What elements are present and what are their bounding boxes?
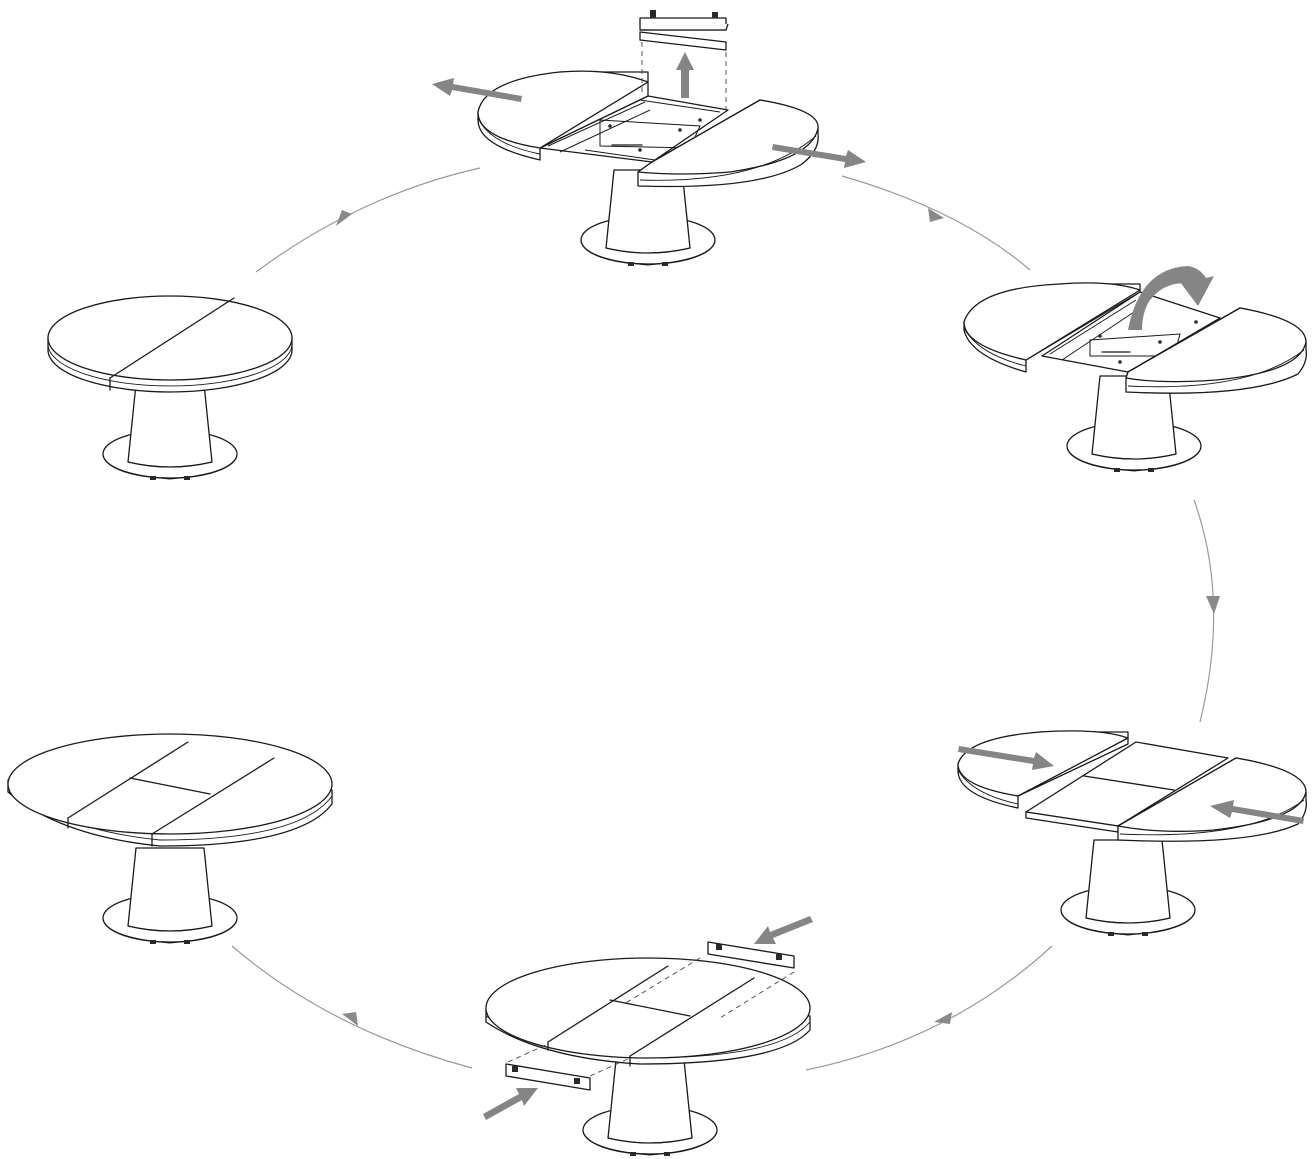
rotate-arrow-icon xyxy=(1128,266,1214,330)
arrow-right-icon xyxy=(772,144,866,168)
cycle-arrows xyxy=(231,167,1220,1071)
cycle-arrowhead-3 xyxy=(1206,596,1220,614)
step-1-closed-table xyxy=(47,295,293,481)
cycle-arrow-5-to-6 xyxy=(231,945,473,1069)
cycle-arrow-3-to-4 xyxy=(1193,499,1215,723)
arrow-up-icon xyxy=(676,52,694,98)
step-6-extended-table xyxy=(7,733,333,945)
arrow-insert-rail-bottom-icon xyxy=(483,1088,538,1120)
cycle-arrowhead-2 xyxy=(928,208,944,222)
cycle-arrowhead-5 xyxy=(342,1012,358,1026)
cycle-arrow-2-to-3 xyxy=(841,175,1031,271)
cycle-arrow-4-to-5 xyxy=(805,945,1053,1071)
arrow-left-icon xyxy=(432,78,522,102)
arrow-push-right-icon xyxy=(958,746,1054,770)
step-5-insert-rails xyxy=(483,916,813,1157)
step-3-unfold-leaf xyxy=(963,266,1307,473)
cycle-arrowhead-1 xyxy=(336,210,352,226)
arrow-push-left-icon xyxy=(1210,800,1304,824)
cycle-arrowhead-4 xyxy=(934,1012,952,1024)
step-4-insert-leaf xyxy=(957,730,1307,937)
step-2-pull-apart xyxy=(432,10,866,267)
cycle-arrow-1-to-2 xyxy=(255,167,481,273)
arrow-insert-rail-top-icon xyxy=(754,916,813,944)
